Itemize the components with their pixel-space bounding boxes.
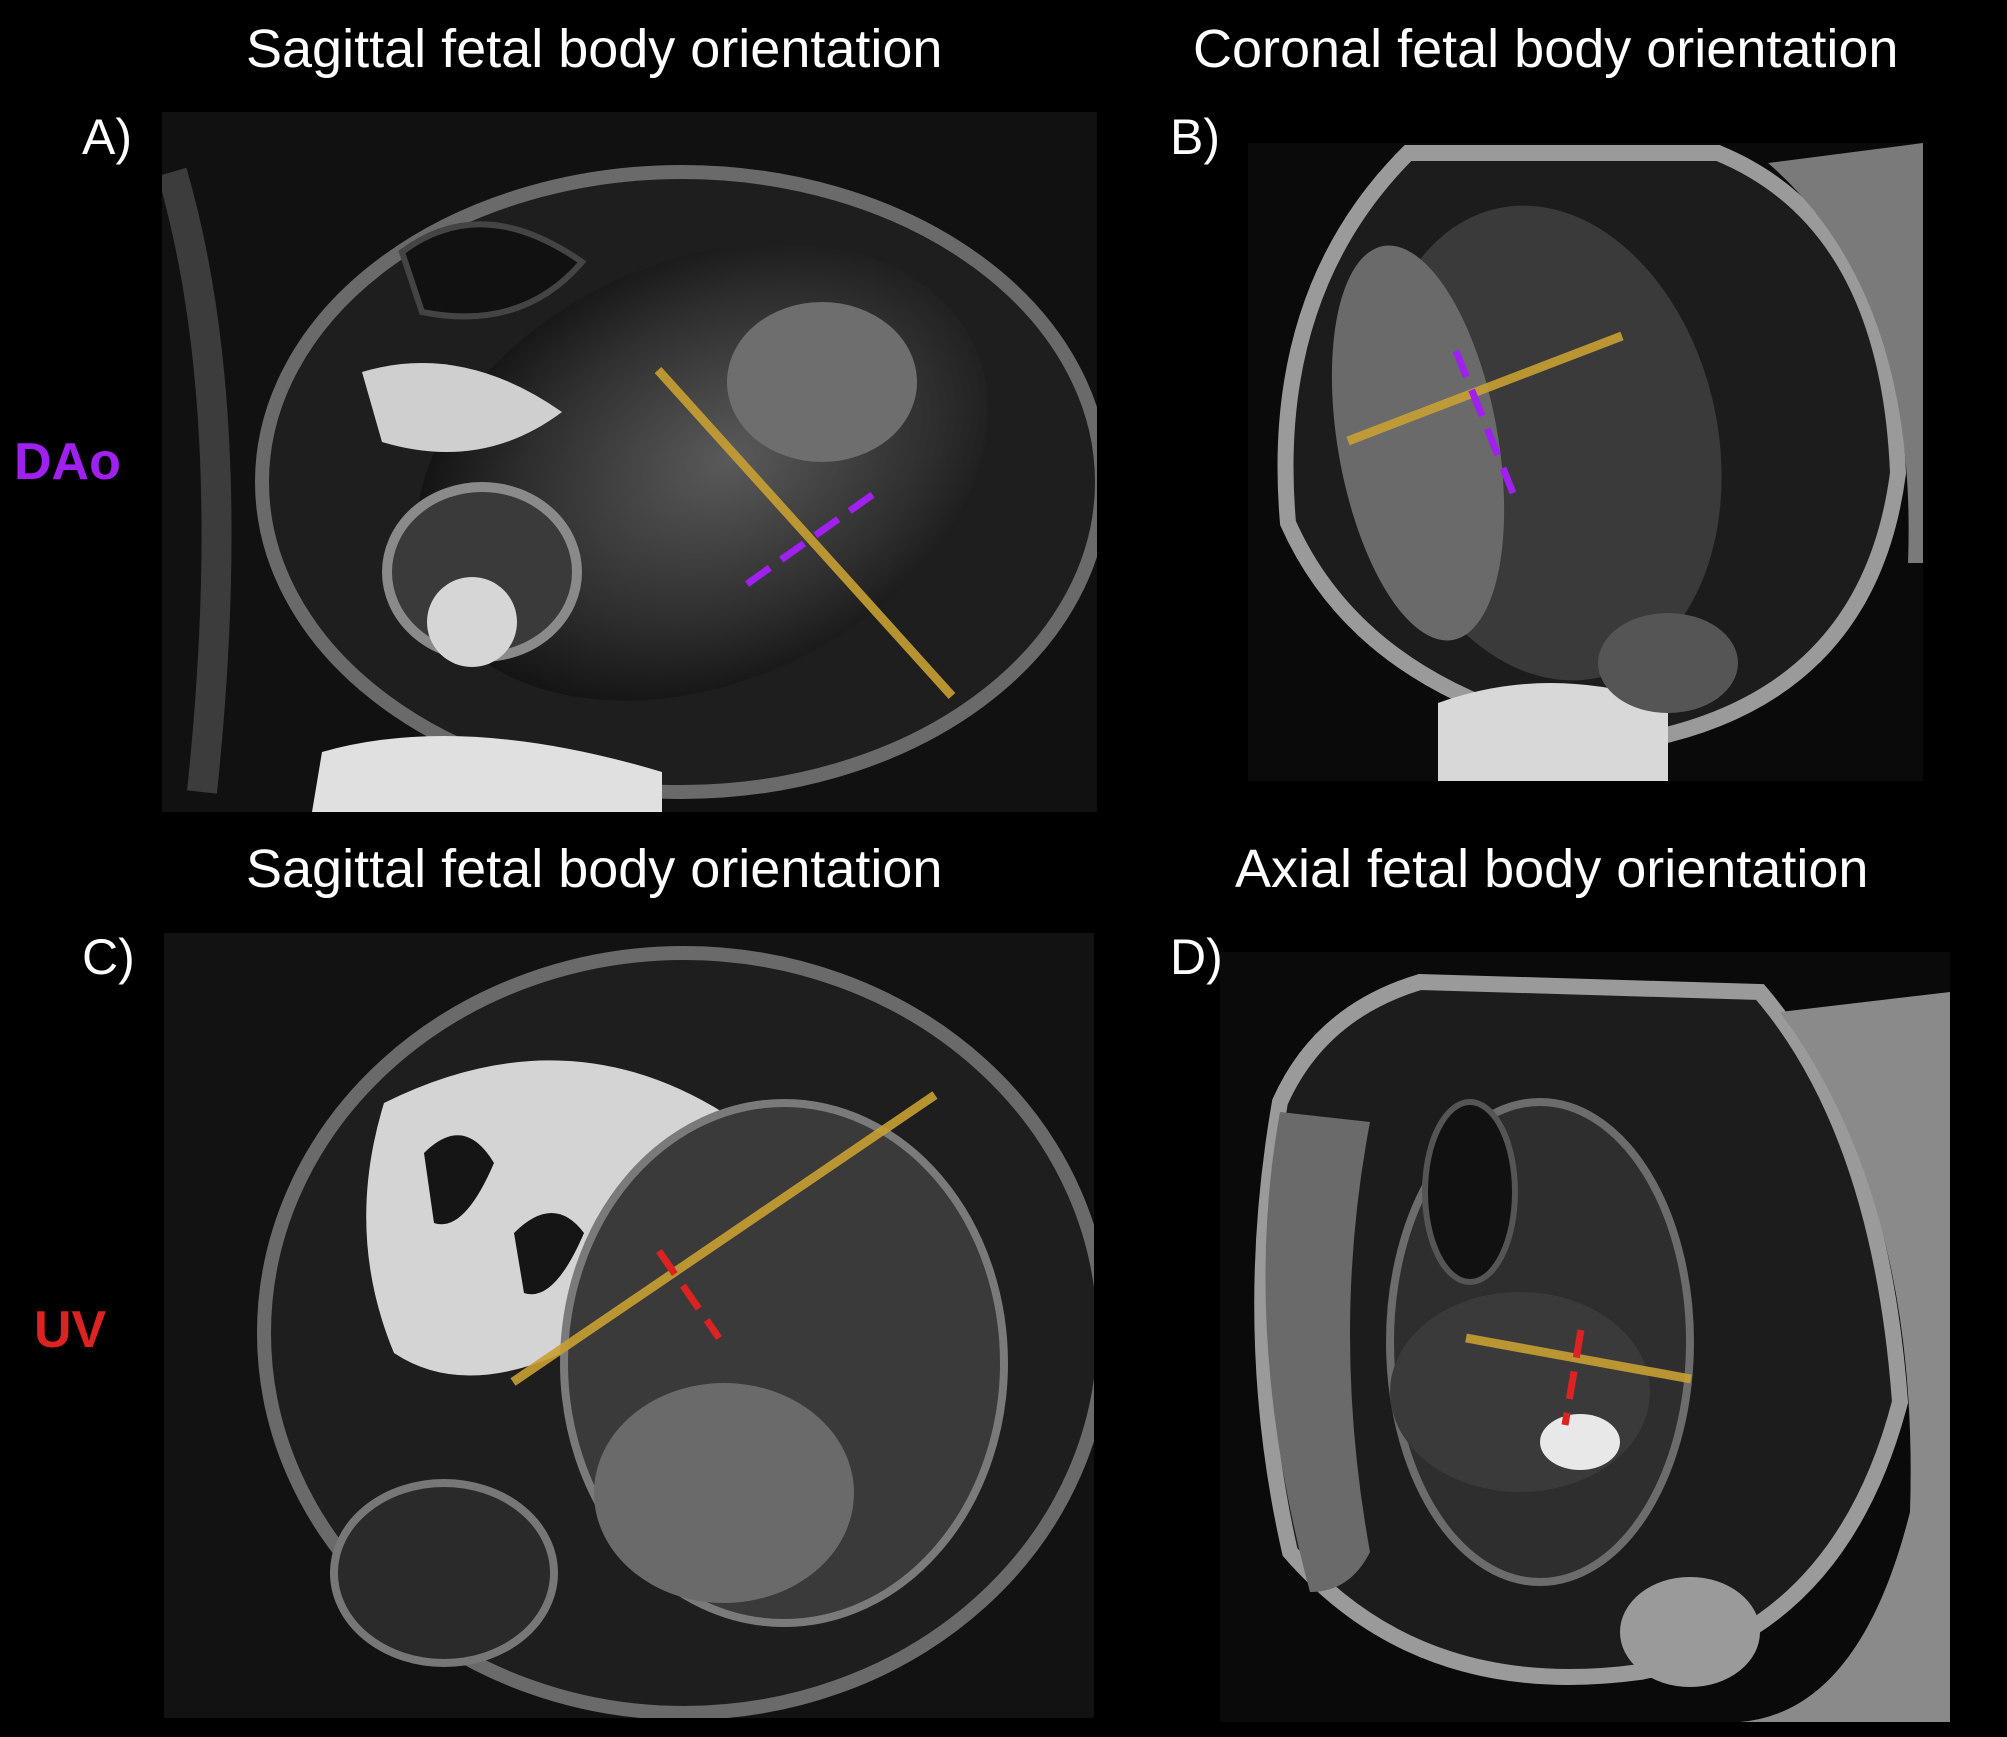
panel-a-title: Sagittal fetal body orientation: [246, 19, 943, 79]
row-label-dao: DAo: [14, 433, 121, 491]
panel-b-label: B): [1170, 109, 1220, 165]
panel-a-graphic: [162, 112, 1097, 812]
panel-d-graphic: [1220, 952, 1950, 1722]
mri-image-panel-a: [162, 112, 1097, 812]
panel-d-label: D): [1170, 929, 1223, 985]
row-label-uv: UV: [34, 1301, 107, 1359]
panel-d-title: Axial fetal body orientation: [1235, 839, 1869, 899]
panel-a-label: A): [82, 109, 132, 165]
panel-b-title: Coronal fetal body orientation: [1193, 19, 1899, 79]
panel-c-graphic: [164, 933, 1094, 1718]
mri-image-panel-b: [1248, 143, 1923, 781]
panel-c-label: C): [82, 929, 135, 985]
panel-b-graphic: [1248, 143, 1923, 781]
mri-image-panel-d: [1220, 952, 1950, 1722]
mri-image-panel-c: [164, 933, 1094, 1718]
panel-c-title: Sagittal fetal body orientation: [246, 839, 943, 899]
